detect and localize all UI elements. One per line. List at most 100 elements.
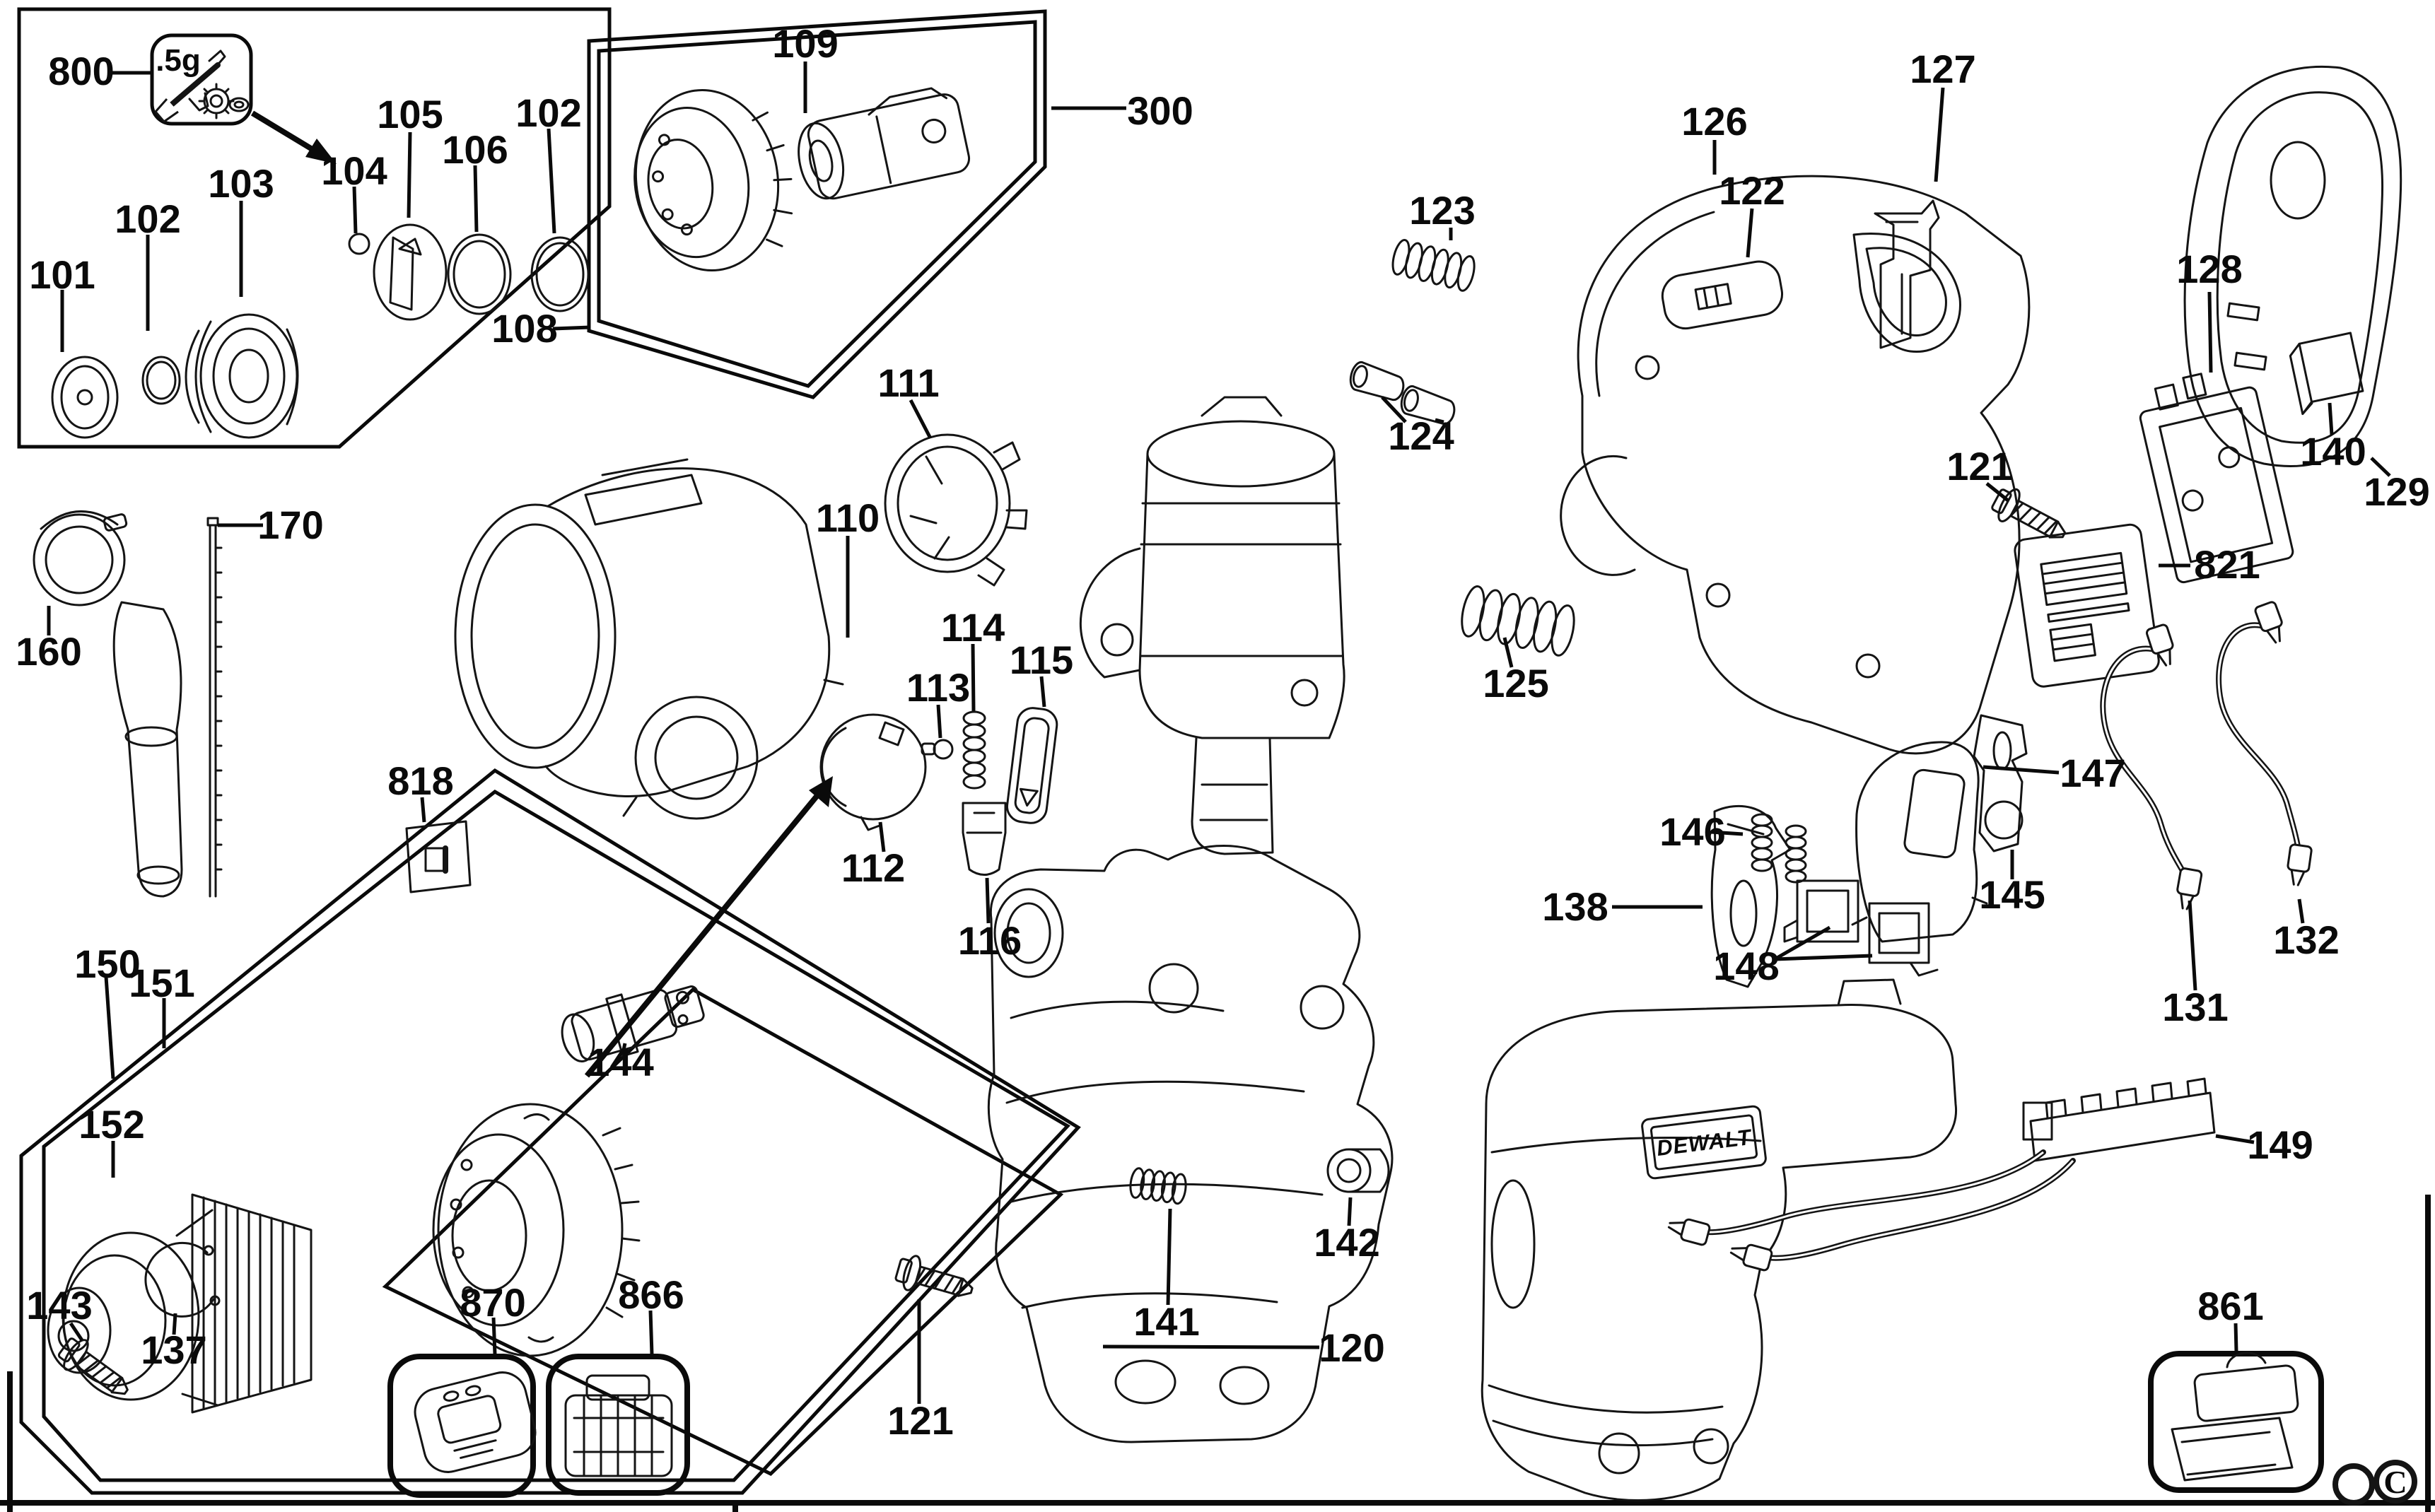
label-132: 132 (2273, 918, 2339, 962)
part-147-cover (1851, 741, 1988, 943)
label-110: 110 (816, 496, 880, 540)
label-111: 111 (877, 361, 939, 405)
label-109: 109 (772, 21, 838, 66)
label-125: 125 (1483, 661, 1548, 705)
label-147: 147 (2060, 751, 2125, 795)
copyright-letter: C (2383, 1464, 2407, 1500)
battery-box-866 (546, 1354, 690, 1496)
dewalt-logo-text: DEWALT (1655, 1125, 1754, 1161)
label-148: 148 (1713, 944, 1779, 988)
part-dewalt-clamshell-right (1481, 978, 1958, 1502)
label-124: 124 (1388, 414, 1454, 458)
gearcase-arrow (584, 776, 833, 1078)
label-137: 137 (141, 1328, 206, 1372)
part-115-slider (1005, 707, 1058, 824)
label-120: 120 (1319, 1325, 1384, 1370)
part-140-block (2289, 332, 2364, 416)
label-144: 144 (588, 1040, 653, 1084)
part-870-charger (414, 1371, 537, 1473)
copyright-marks: C (2332, 1460, 2417, 1506)
label-114: 114 (941, 605, 1005, 650)
part-137-snap-ring (144, 1241, 221, 1318)
part-122-latch-button (1661, 260, 1784, 330)
part-103-retainer (185, 313, 299, 439)
group-box-300-inner (597, 20, 1037, 388)
part-127-bracket (1874, 199, 1940, 349)
part-170-depth-rod (206, 517, 223, 898)
part-106-ring (447, 233, 512, 315)
part-152-chuck (47, 1193, 313, 1414)
label-141: 141 (1133, 1299, 1199, 1344)
part-138-bracket (1710, 805, 1792, 988)
label-818: 818 (387, 758, 453, 803)
label-126: 126 (1681, 99, 1747, 143)
kitbox-box-861 (2148, 1351, 2324, 1493)
part-number-labels: 800 .5g 101 102 103 104 105 106 102 108 … (16, 21, 2429, 1443)
label-105: 105 (377, 92, 443, 136)
part-132-wire (2216, 599, 2313, 888)
part-126-housing-left (1560, 175, 2031, 755)
group-box-150-inner (42, 789, 1070, 1482)
part-123-spring (1391, 239, 1476, 292)
part-113-pin (921, 739, 954, 760)
part-131-wire (2100, 622, 2204, 912)
dewalt-logo-plate: DEWALT (1641, 1105, 1767, 1180)
part-160-side-handle (33, 510, 183, 898)
label-143: 143 (26, 1283, 92, 1328)
group-box-151 (382, 987, 1064, 1477)
group-box-150-outer (19, 768, 1081, 1495)
label-145: 145 (1979, 872, 2045, 917)
label-123: 123 (1409, 188, 1475, 233)
part-143-screw (53, 1331, 138, 1407)
part-818-sticker (405, 820, 472, 893)
label-800: 800 (48, 49, 114, 93)
copyright-circle-icon (2373, 1460, 2417, 1504)
group-box-101 (17, 7, 612, 449)
label-160: 160 (16, 629, 81, 674)
label-127: 127 (1910, 47, 1975, 91)
label-113: 113 (906, 665, 970, 710)
part-124-pin-a (1346, 359, 1408, 403)
part-142-bushing (1326, 1148, 1390, 1193)
grease-note-box (150, 33, 253, 126)
label-128: 128 (2176, 247, 2242, 291)
leader-lines (47, 61, 2391, 1404)
label-121b: 121 (887, 1398, 953, 1443)
group-box-300-outer (587, 9, 1047, 399)
label-103: 103 (208, 161, 274, 206)
page-frame (0, 1195, 2435, 1512)
blank-circle-icon (2332, 1463, 2375, 1506)
part-148-brush-holders (1783, 879, 1939, 977)
part-116-button (962, 802, 1007, 876)
part-866-battery (564, 1374, 673, 1477)
part-144-adapter (561, 985, 705, 1062)
label-101: 101 (29, 252, 95, 297)
part-120-clamshell-left (987, 845, 1394, 1443)
label-115: 115 (1010, 638, 1073, 682)
label-300: 300 (1127, 88, 1193, 133)
label-102b: 102 (515, 90, 581, 135)
part-112-mode-dial (819, 713, 927, 831)
label-170: 170 (257, 503, 323, 547)
label-861: 861 (2197, 1284, 2263, 1328)
label-129: 129 (2364, 469, 2429, 514)
part-125-spring (1461, 585, 1575, 657)
part-110-gearcase (454, 458, 844, 820)
label-108: 108 (491, 306, 557, 351)
label-866: 866 (618, 1272, 684, 1317)
part-114-spring (962, 710, 986, 790)
label-152: 152 (78, 1102, 144, 1147)
label-106: 106 (442, 127, 508, 172)
label-146: 146 (1659, 809, 1725, 854)
label-150: 150 (74, 942, 140, 986)
label-142: 142 (1314, 1220, 1379, 1265)
part-105-plate (373, 223, 448, 321)
label-122: 122 (1719, 168, 1785, 213)
label-149: 149 (2247, 1123, 2313, 1167)
label-138: 138 (1542, 884, 1608, 929)
label-112: 112 (841, 845, 905, 890)
part-861-kitbox (2171, 1352, 2299, 1482)
part-821-label-plate (2014, 523, 2160, 688)
label-131: 131 (2162, 985, 2228, 1029)
